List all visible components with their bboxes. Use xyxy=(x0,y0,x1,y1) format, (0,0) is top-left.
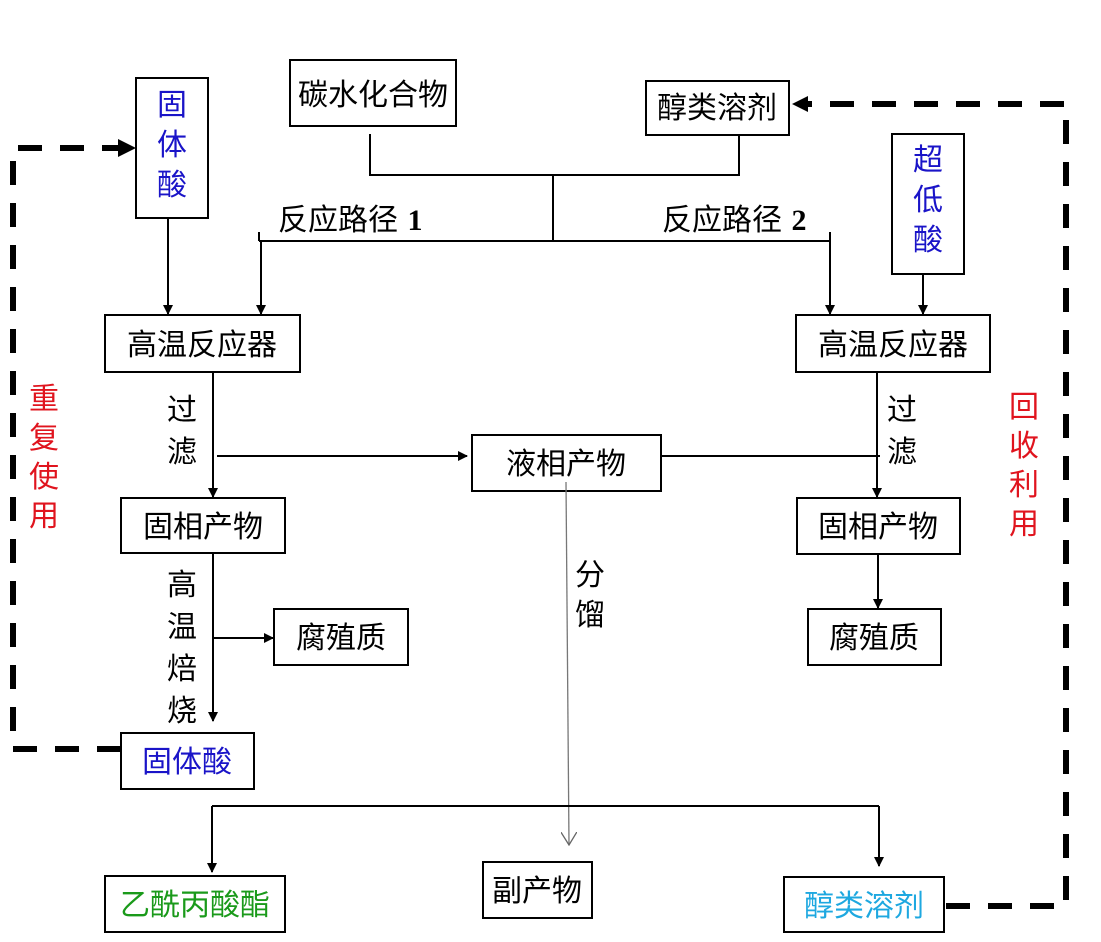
recycle-char-3: 利 xyxy=(1009,468,1039,503)
solid-acid-bottom-label: 固体酸 xyxy=(142,745,232,780)
calcination-char-1: 高 xyxy=(167,568,197,603)
recycle-loop-arrowhead xyxy=(792,96,808,112)
node-solid-acid-bottom: 固体酸 xyxy=(120,732,255,790)
recycle-char-2: 收 xyxy=(1009,429,1039,464)
node-reactor-left: 高温反应器 xyxy=(104,314,301,373)
reuse-char-3: 使 xyxy=(29,460,59,495)
node-liquid-product: 液相产物 xyxy=(471,434,662,492)
reuse-loop-arrowhead xyxy=(118,139,136,157)
byproduct-label: 副产物 xyxy=(492,874,582,909)
super-low-acid-char-1: 超 xyxy=(913,143,943,178)
node-humus-left: 腐殖质 xyxy=(273,608,409,666)
node-byproduct: 副产物 xyxy=(482,861,593,919)
solid-acid-top-char-2: 体 xyxy=(157,128,187,163)
node-carbohydrate-label: 碳水化合物 xyxy=(298,78,448,113)
reuse-char-4: 用 xyxy=(29,499,59,534)
node-carbohydrate: 碳水化合物 xyxy=(289,59,457,127)
reuse-char-2: 复 xyxy=(29,421,59,456)
recycle-char-4: 用 xyxy=(1009,507,1039,542)
route-2-label: 反应路径 2 xyxy=(662,203,807,238)
calcination-char-4: 烧 xyxy=(167,694,197,729)
node-solid-product-right: 固相产物 xyxy=(796,497,961,555)
filter-right-char-1: 过 xyxy=(887,393,917,428)
calcination-char-3: 焙 xyxy=(167,652,197,687)
node-super-low-acid: 超 低 酸 xyxy=(891,133,965,275)
node-reactor-right: 高温反应器 xyxy=(795,314,991,373)
node-solid-acid-top: 固 体 酸 xyxy=(135,77,209,219)
humus-right-label: 腐殖质 xyxy=(829,621,919,656)
node-humus-right: 腐殖质 xyxy=(807,608,942,666)
reactor-left-label: 高温反应器 xyxy=(127,328,277,363)
humus-left-label: 腐殖质 xyxy=(296,621,386,656)
distill-char-1: 分 xyxy=(575,558,605,593)
reuse-loop-dashed xyxy=(10,145,121,752)
node-alcohol-solvent-input-label: 醇类溶剂 xyxy=(657,91,777,126)
solid-product-right-label: 固相产物 xyxy=(818,510,938,545)
recycle-loop-dashed xyxy=(808,101,1069,909)
node-solid-product-left: 固相产物 xyxy=(120,497,286,554)
node-alcohol-solvent-output: 醇类溶剂 xyxy=(783,876,945,933)
reuse-char-1: 重 xyxy=(29,382,59,417)
calcination-char-2: 温 xyxy=(167,610,197,645)
solid-product-left-label: 固相产物 xyxy=(143,510,263,545)
recycle-char-1: 回 xyxy=(1009,390,1039,425)
super-low-acid-char-2: 低 xyxy=(913,183,943,218)
node-alcohol-solvent-input: 醇类溶剂 xyxy=(645,80,790,136)
levulinate-label: 乙酰丙酸酯 xyxy=(120,888,270,923)
solid-acid-top-char-1: 固 xyxy=(157,88,187,123)
reactor-right-label: 高温反应器 xyxy=(818,328,968,363)
route-1-label: 反应路径 1 xyxy=(278,203,423,238)
filter-left-char-1: 过 xyxy=(167,393,197,428)
super-low-acid-char-3: 酸 xyxy=(913,223,943,258)
liquid-product-label: 液相产物 xyxy=(506,447,626,482)
arrow-distillation xyxy=(566,481,569,845)
alcohol-solvent-output-label: 醇类溶剂 xyxy=(804,889,924,924)
node-levulinate: 乙酰丙酸酯 xyxy=(104,875,286,933)
filter-left-char-2: 滤 xyxy=(167,435,197,470)
input-merge-connector xyxy=(369,134,740,176)
distill-char-2: 馏 xyxy=(575,598,605,633)
solid-acid-top-char-3: 酸 xyxy=(157,168,187,203)
filter-right-char-2: 滤 xyxy=(887,435,917,470)
